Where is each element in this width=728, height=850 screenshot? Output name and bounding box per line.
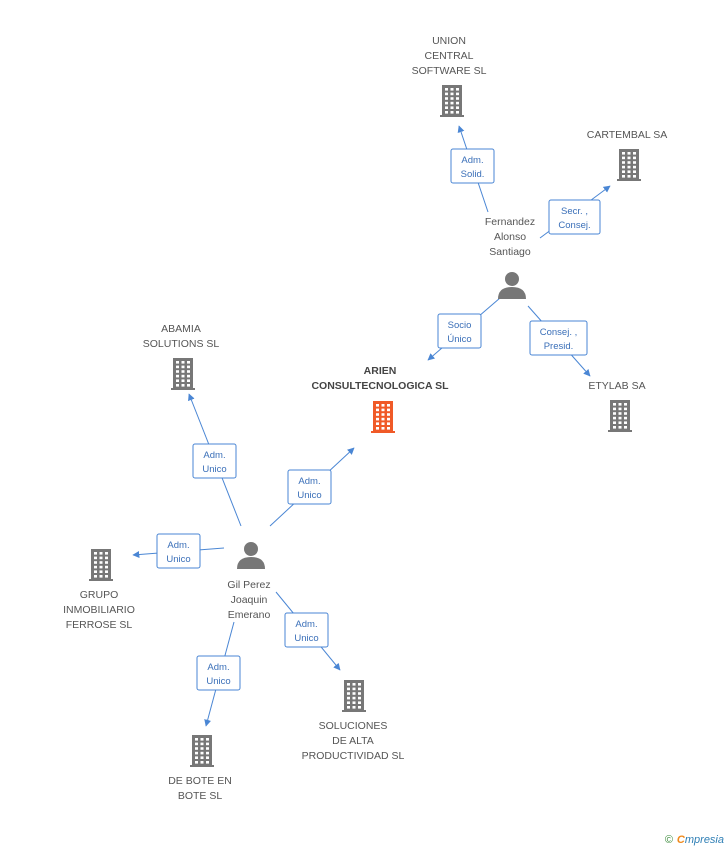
copyright-symbol: ©: [664, 834, 673, 846]
node-label: DE ALTA: [332, 735, 374, 747]
building-icon: [89, 549, 113, 581]
node-label: BOTE SL: [178, 790, 223, 802]
rel-line-2: Unico: [294, 633, 318, 644]
node-label: Gil Perez: [227, 579, 270, 591]
person-icon: [498, 272, 526, 299]
rel-line-2: Unico: [206, 676, 230, 687]
rel-line-1: Socio: [448, 320, 472, 331]
node-label: GRUPO: [80, 589, 119, 601]
rel-fernandez-arien[interactable]: Socio Único: [437, 313, 482, 349]
node-label: SOLUCIONES: [319, 720, 388, 732]
rel-gil-arien[interactable]: Adm. Unico: [287, 469, 332, 505]
node-label: CARTEMBAL SA: [587, 129, 668, 141]
rel-gil-abamia[interactable]: Adm. Unico: [192, 443, 237, 479]
node-gil[interactable]: Gil Perez Joaquin Emerano: [227, 542, 271, 621]
node-label: SOLUTIONS SL: [143, 338, 220, 350]
node-label: Alonso: [494, 231, 526, 243]
building-icon: [190, 735, 214, 767]
node-label: CENTRAL: [424, 50, 473, 62]
node-label: UNION: [432, 35, 466, 47]
node-label: FERROSE SL: [66, 619, 133, 631]
brand-initial: C: [676, 834, 685, 846]
rel-line-1: Secr. ,: [561, 206, 588, 217]
rel-line-2: Solid.: [461, 169, 485, 180]
node-label: ETYLAB SA: [588, 380, 645, 392]
node-label: PRODUCTIVIDAD SL: [302, 750, 405, 762]
building-icon: [617, 149, 641, 181]
person-icon: [237, 542, 265, 569]
rel-fernandez-union[interactable]: Adm. Solid.: [450, 148, 495, 184]
building-icon: [342, 680, 366, 712]
node-label: CONSULTECNOLOGICA SL: [311, 380, 449, 392]
building-icon: [608, 400, 632, 432]
node-grupo[interactable]: GRUPO INMOBILIARIO FERROSE SL: [63, 549, 135, 631]
node-label: INMOBILIARIO: [63, 604, 135, 616]
rel-gil-grupo[interactable]: Adm. Unico: [156, 533, 201, 569]
node-fernandez[interactable]: Fernandez Alonso Santiago: [485, 216, 535, 299]
rel-gil-debote[interactable]: Adm. Unico: [196, 655, 241, 691]
rel-line-1: Adm.: [461, 155, 483, 166]
node-label: Emerano: [228, 609, 271, 621]
node-label: ABAMIA: [161, 323, 201, 335]
node-soluciones[interactable]: SOLUCIONES DE ALTA PRODUCTIVIDAD SL: [302, 680, 405, 762]
rel-line-1: Adm.: [298, 476, 320, 487]
rel-line-2: Unico: [166, 554, 190, 565]
building-icon: [371, 401, 395, 433]
node-cartembal[interactable]: CARTEMBAL SA: [587, 129, 668, 181]
rel-line-2: Unico: [297, 490, 321, 501]
rel-line-2: Presid.: [544, 341, 574, 352]
rel-line-1: Adm.: [295, 619, 317, 630]
node-arien[interactable]: ARIEN CONSULTECNOLOGICA SL: [311, 365, 449, 433]
rel-line-1: Consej. ,: [540, 327, 578, 338]
rel-line-1: Adm.: [207, 662, 229, 673]
rel-fernandez-etylab[interactable]: Consej. , Presid.: [529, 320, 588, 356]
node-debote[interactable]: DE BOTE EN BOTE SL: [168, 735, 232, 802]
node-label: Fernandez: [485, 216, 535, 228]
rel-line-1: Adm.: [167, 540, 189, 551]
node-etylab[interactable]: ETYLAB SA: [588, 380, 646, 432]
node-label: ARIEN: [364, 365, 397, 377]
node-label: DE BOTE EN: [168, 775, 232, 787]
rel-gil-soluciones[interactable]: Adm. Unico: [284, 612, 329, 648]
rel-line-2: Único: [447, 334, 471, 345]
rel-line-1: Adm.: [203, 450, 225, 461]
node-label: Joaquin: [231, 594, 268, 606]
empresia-logo[interactable]: ©Cmpresia: [665, 834, 724, 846]
node-union[interactable]: UNION CENTRAL SOFTWARE SL: [412, 35, 487, 117]
rel-line-2: Unico: [202, 464, 226, 475]
building-icon: [171, 358, 195, 390]
node-label: SOFTWARE SL: [412, 65, 487, 77]
rel-fernandez-cartembal[interactable]: Secr. , Consej.: [548, 199, 601, 235]
edges: [132, 125, 611, 727]
brand-name: mpresia: [684, 834, 724, 846]
building-icon: [440, 85, 464, 117]
rel-line-2: Consej.: [558, 220, 590, 231]
node-abamia[interactable]: ABAMIA SOLUTIONS SL: [143, 323, 220, 390]
node-label: Santiago: [489, 246, 531, 258]
